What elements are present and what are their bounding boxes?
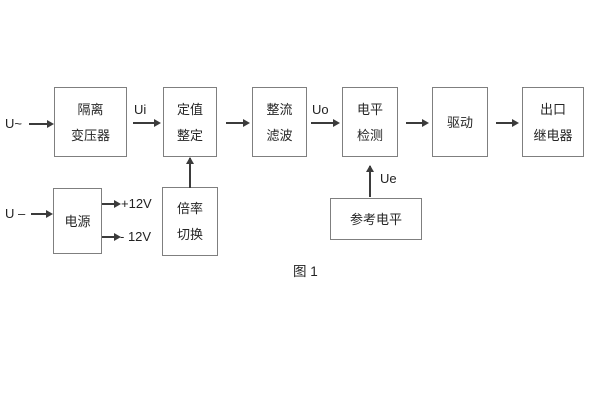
block-ratio-switch-line2: 切换 <box>176 227 203 242</box>
block-isolation-transformer: 隔离 变压器 <box>54 87 127 157</box>
arrow-ratio-to-setting <box>186 157 193 188</box>
block-rectifier-filter-line2: 滤波 <box>266 127 293 143</box>
block-output-relay-line1: 出口 <box>539 101 566 117</box>
block-drive: 驱动 <box>432 87 488 157</box>
block-reference-level: 参考电平 <box>330 198 422 240</box>
block-level-detection-line2: 检测 <box>356 127 383 143</box>
block-setting-adjustment: 定值 整定 <box>163 87 217 157</box>
ue-signal-label: Ue <box>380 171 397 186</box>
arrow-setting-to-rectifier <box>226 119 250 126</box>
block-setting-adjustment-line1: 定值 <box>176 101 203 117</box>
block-ratio-switch-line1: 倍率 <box>176 201 203 216</box>
uo-signal-label: Uo <box>312 102 329 117</box>
block-output-relay: 出口 继电器 <box>522 87 584 157</box>
block-output-relay-line2: 继电器 <box>533 127 573 143</box>
block-rectifier-filter: 整流 滤波 <box>252 87 307 157</box>
block-ratio-switch: 倍率 切换 <box>162 187 218 256</box>
minus-12v-label: - 12V <box>120 229 152 244</box>
ui-signal-label: Ui <box>134 102 147 117</box>
arrow-drive-to-relay <box>496 119 519 126</box>
arrow-ue-reference-to-level <box>366 165 373 197</box>
block-power-supply: 电源 <box>53 188 102 254</box>
arrow-plus-12v <box>102 200 121 207</box>
plus-12v-label: +12V <box>121 196 152 211</box>
arrow-minus-12v <box>102 233 121 240</box>
figure-caption: 图 1 <box>293 264 318 279</box>
block-isolation-transformer-line1: 隔离 <box>77 101 104 117</box>
block-power-supply-line1: 电源 <box>64 213 91 229</box>
block-setting-adjustment-line2: 整定 <box>176 127 203 143</box>
block-reference-level-line1: 参考电平 <box>349 211 402 227</box>
ac-input-label: U~ <box>5 116 22 131</box>
block-rectifier-filter-line1: 整流 <box>266 101 293 117</box>
arrow-ac-input <box>29 120 54 127</box>
arrow-uo <box>311 119 340 126</box>
dc-input-label: U – <box>5 206 26 221</box>
arrow-level-to-drive <box>406 119 429 126</box>
arrow-ui <box>133 119 161 126</box>
block-level-detection-line1: 电平 <box>356 101 383 117</box>
block-isolation-transformer-line2: 变压器 <box>70 127 110 143</box>
arrow-dc-input <box>31 210 53 217</box>
block-level-detection: 电平 检测 <box>342 87 398 157</box>
block-drive-line1: 驱动 <box>446 114 473 130</box>
